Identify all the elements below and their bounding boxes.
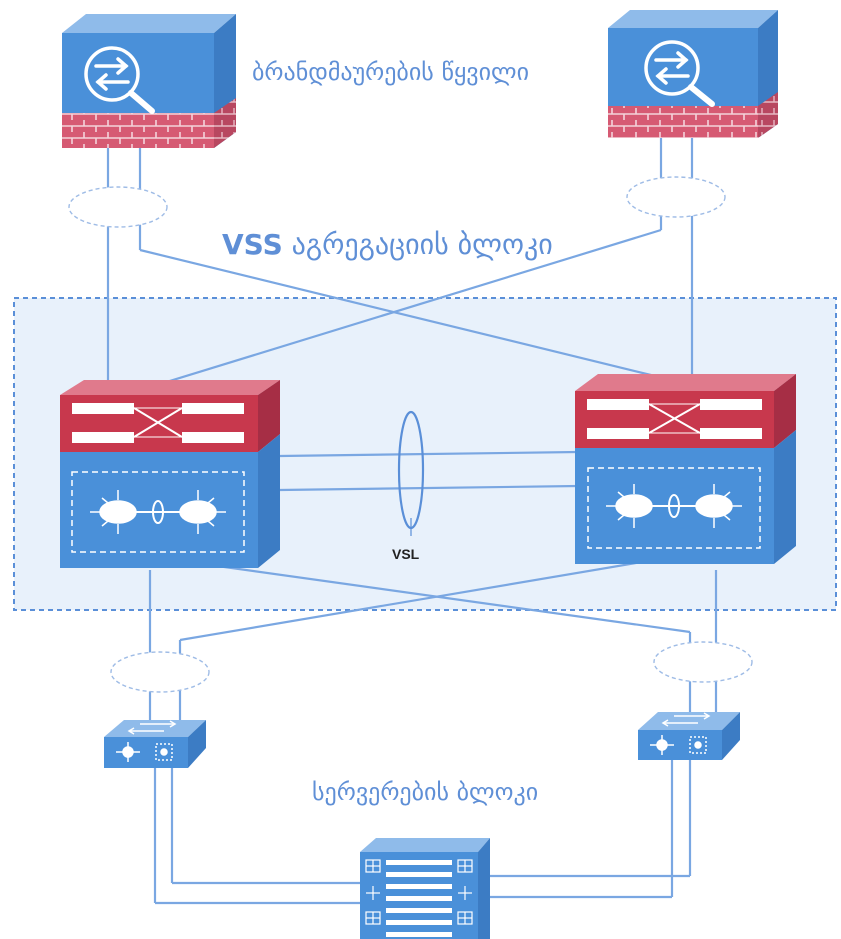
firewall-left <box>62 14 236 148</box>
switch-fabric-icon <box>606 484 742 528</box>
server-switch-left <box>104 720 206 768</box>
vss-label-suffix: აგრეგაციის ბლოკი <box>291 228 553 261</box>
server-rack <box>360 838 490 939</box>
switch-fabric-icon <box>90 490 226 534</box>
etherchannel-firewall-left <box>68 186 168 228</box>
vss-aggregation-label: VSS აგრეგაციის ბლოკი <box>222 228 553 261</box>
server-block-label: სერვერების ბლოკი <box>312 778 539 806</box>
vss-switch-left <box>60 380 280 568</box>
server-switch-right <box>638 712 740 760</box>
magnifier-arrows-icon <box>644 40 715 107</box>
vss-switch-right <box>575 374 796 564</box>
etherchannel-server-left <box>110 651 210 693</box>
vsl-label: VSL <box>392 546 420 562</box>
vss-label-prefix: VSS <box>222 228 283 261</box>
firewall-pair-label: ბრანდმაურების წყვილი <box>252 58 529 86</box>
firewall-right <box>608 10 778 138</box>
etherchannel-server-right <box>653 641 753 683</box>
crossbar-icon <box>587 399 762 439</box>
etherchannel-firewall-right <box>626 176 726 218</box>
crossbar-icon <box>72 403 244 443</box>
etherchannel-ellipses <box>68 176 753 693</box>
magnifier-arrows-icon <box>84 46 155 114</box>
